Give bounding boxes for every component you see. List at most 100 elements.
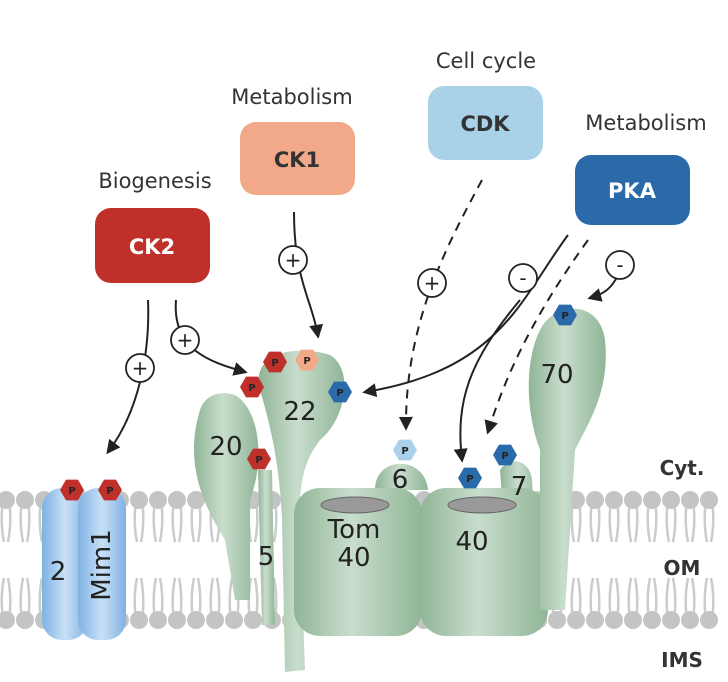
plus-sign-icon: + — [417, 268, 447, 298]
outer-membrane-label: OM — [664, 556, 701, 580]
svg-text:P: P — [401, 446, 408, 457]
svg-text:-: - — [616, 253, 623, 277]
phospho-site-icon: P — [553, 304, 577, 326]
cell-cycle-label: Cell cycle — [436, 49, 536, 73]
svg-text:P: P — [68, 486, 75, 497]
lipid — [624, 577, 642, 629]
tom70 — [528, 308, 606, 610]
svg-text:-: - — [519, 266, 526, 290]
svg-text:P: P — [303, 356, 310, 367]
mim1-subunit-2 — [42, 488, 88, 640]
kinase-ck2: CK2 — [95, 208, 210, 283]
cdk-tom6-arrow — [398, 179, 483, 431]
lipid — [0, 491, 15, 543]
ims-label: IMS — [661, 648, 703, 672]
phospho-site-icon: P — [458, 467, 482, 489]
lipid — [681, 491, 699, 543]
mim1-subunit — [78, 488, 126, 640]
metabolism-ck1-label: Metabolism — [231, 85, 352, 109]
lipid — [16, 491, 34, 543]
tom40-b-label: 40 — [455, 527, 488, 557]
tom6 — [375, 463, 428, 490]
tom70-label: 70 — [540, 360, 573, 390]
lipid — [643, 491, 661, 543]
lipid — [149, 491, 167, 543]
tom6-label: 6 — [392, 465, 409, 495]
lipid — [130, 491, 148, 543]
plus-sign-icon: + — [125, 353, 155, 383]
lipid — [662, 577, 680, 629]
lipid — [681, 577, 699, 629]
lipid — [586, 491, 604, 543]
svg-text:P: P — [501, 451, 508, 462]
svg-text:+: + — [424, 271, 441, 295]
ck1-tom22-arrow — [293, 211, 324, 339]
phospho-site-icon: P — [98, 479, 122, 501]
lipid — [130, 577, 148, 629]
sign-markers: + + + + - - — [125, 245, 635, 383]
lipid — [624, 491, 642, 543]
pka-label: PKA — [608, 179, 657, 203]
tom40-pore-2 — [447, 496, 517, 514]
phospho-site-icon: P — [493, 444, 517, 466]
lipid — [168, 491, 186, 543]
ck2-label: CK2 — [129, 235, 175, 259]
tom40-label-tom: Tom — [327, 515, 381, 545]
lipid — [700, 491, 718, 543]
pka-tom22-arrow — [362, 234, 569, 398]
tom20 — [194, 393, 259, 600]
phospho-site-icon: P — [263, 351, 287, 373]
lipid — [662, 491, 680, 543]
svg-text:+: + — [132, 356, 149, 380]
svg-text:P: P — [248, 383, 255, 394]
lipid — [605, 577, 623, 629]
phospho-site-icon: P — [295, 349, 319, 371]
tom22-label: 22 — [283, 397, 316, 427]
mim1-complex: 2 Mim1 — [42, 488, 126, 640]
lipid — [244, 577, 262, 629]
lipid — [643, 577, 661, 629]
svg-text:+: + — [285, 248, 302, 272]
plus-sign-icon: + — [278, 245, 308, 275]
lipid — [187, 491, 205, 543]
tom22 — [258, 350, 345, 672]
minus-sign-icon: - — [605, 250, 635, 280]
lipid — [567, 577, 585, 629]
tom-complex: 20 22 5 6 7 70 Tom 40 40 — [194, 308, 606, 672]
cytosol-label: Cyt. — [660, 456, 705, 480]
kinase-cdk: CDK — [428, 86, 543, 160]
phospho-site-icon: P — [240, 376, 264, 398]
lipid — [149, 577, 167, 629]
tom40-pore-1 — [320, 496, 390, 514]
pka-tom40-arrow — [453, 299, 521, 463]
mim1-label: Mim1 — [87, 529, 117, 601]
phospho-site-icon: P — [328, 381, 352, 403]
lipid — [700, 577, 718, 629]
lipid — [168, 577, 186, 629]
metabolism-pka-label: Metabolism — [585, 111, 706, 135]
tom40-label-40: 40 — [337, 543, 370, 573]
svg-text:P: P — [336, 388, 343, 399]
lipid — [0, 577, 15, 629]
mim-2-label: 2 — [50, 557, 67, 587]
svg-text:P: P — [561, 311, 568, 322]
tom20-label: 20 — [209, 432, 242, 462]
svg-text:P: P — [106, 486, 113, 497]
cdk-label: CDK — [460, 112, 510, 136]
ck2-tom22-arrow — [174, 299, 248, 376]
tom40-barrel-1 — [294, 488, 422, 636]
lipid — [586, 577, 604, 629]
svg-text:P: P — [466, 474, 473, 485]
tom40-barrel-2 — [420, 488, 548, 636]
phospho-site-icon: P — [247, 448, 271, 470]
minus-sign-icon: - — [508, 263, 538, 293]
tom5 — [258, 470, 275, 625]
kinase-ck1: CK1 — [240, 122, 355, 195]
svg-text:+: + — [177, 328, 194, 352]
biogenesis-label: Biogenesis — [98, 169, 211, 193]
svg-text:P: P — [255, 455, 262, 466]
lipid — [605, 491, 623, 543]
tom5-label: 5 — [258, 542, 275, 572]
